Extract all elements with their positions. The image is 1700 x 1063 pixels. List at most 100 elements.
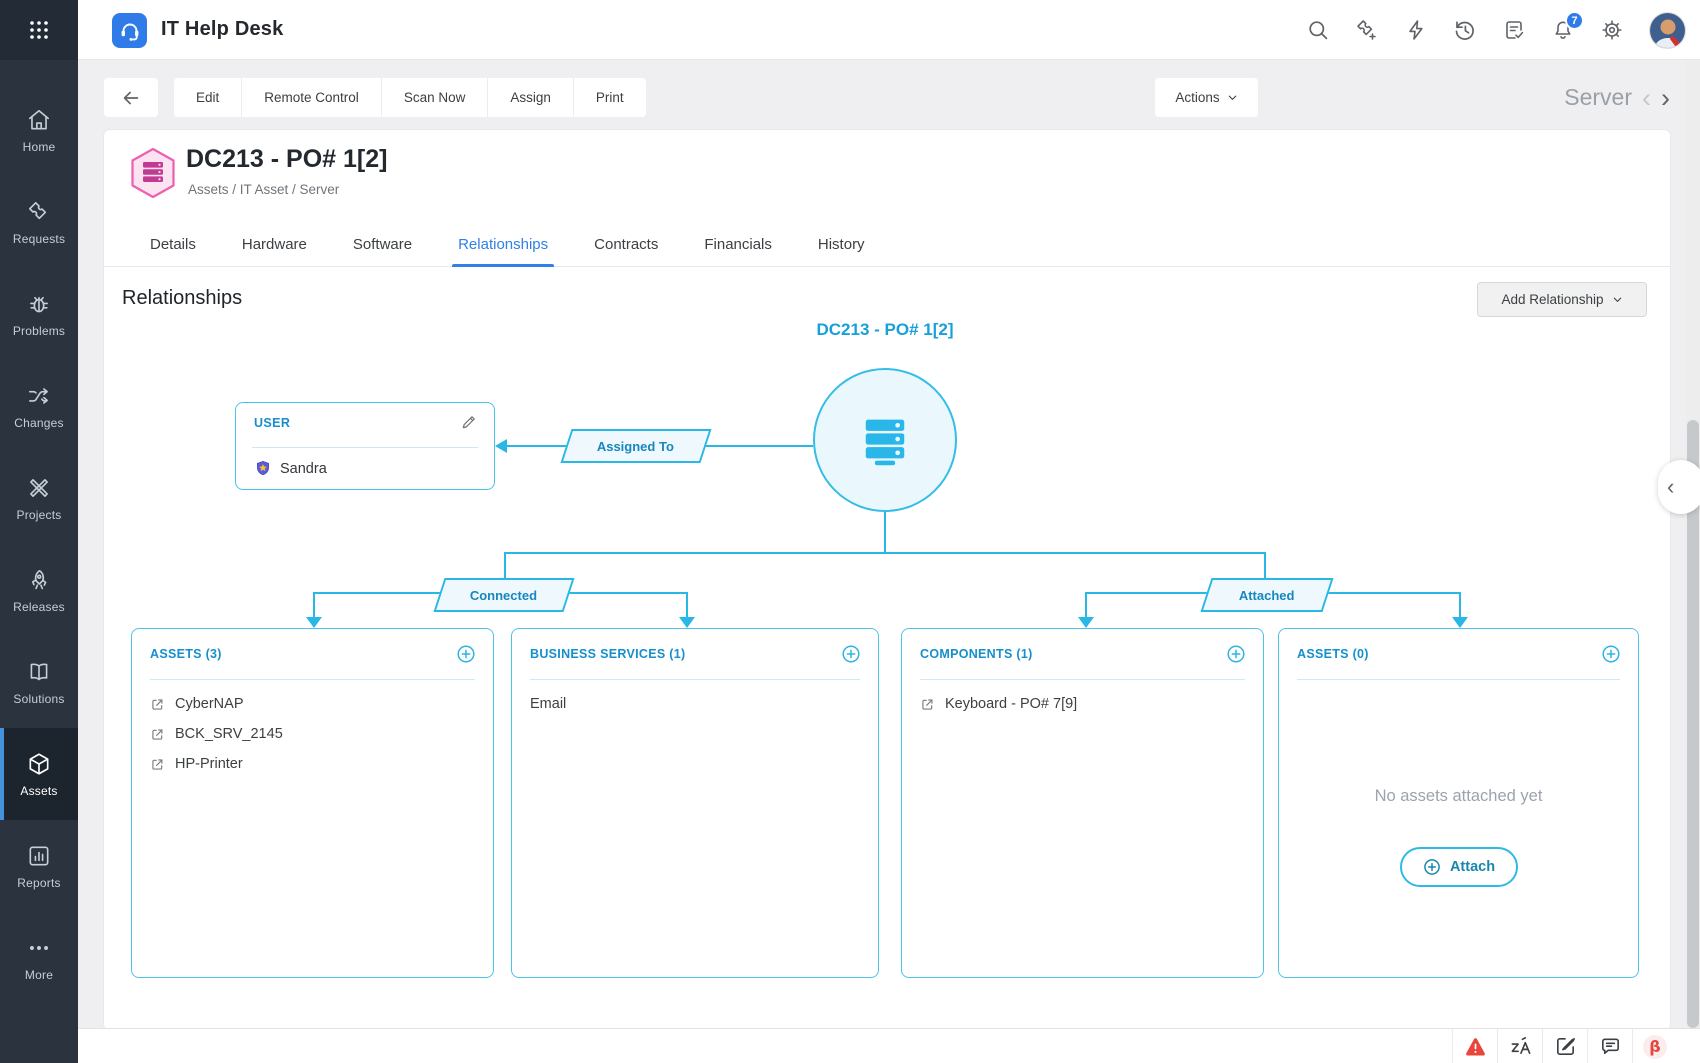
print-button[interactable]: Print xyxy=(573,78,646,117)
asset-link-item[interactable]: HP-Printer xyxy=(150,749,479,779)
user-box-title: USER xyxy=(254,416,291,430)
sidebar-label: Requests xyxy=(12,231,66,246)
external-link-icon xyxy=(922,698,933,710)
component-link-item[interactable]: Keyboard - PO# 7[9] xyxy=(920,689,1249,719)
central-node[interactable] xyxy=(813,368,957,512)
home-icon xyxy=(28,109,50,129)
attached-label: Attached xyxy=(1239,587,1295,603)
footer-bar: β xyxy=(78,1028,1700,1063)
top-header: IT Help Desk xyxy=(0,0,1700,60)
connector-line xyxy=(1324,592,1460,594)
tools-icon xyxy=(30,478,48,497)
beta-button[interactable]: β xyxy=(1632,1029,1677,1063)
history-button[interactable] xyxy=(1453,18,1477,42)
helpdesk-logo[interactable] xyxy=(112,13,147,48)
chevron-left-icon: ‹ xyxy=(1667,474,1675,499)
connector-line xyxy=(1086,592,1210,594)
service-item[interactable]: Email xyxy=(530,689,864,719)
settings-button[interactable] xyxy=(1600,18,1624,42)
collapse-panel-toggle[interactable]: ‹ xyxy=(1658,460,1700,514)
approvals-button[interactable] xyxy=(1502,18,1526,42)
tab-details[interactable]: Details xyxy=(150,235,196,253)
quick-actions-button[interactable] xyxy=(1404,18,1428,42)
external-link-icon xyxy=(152,758,163,770)
external-link-icon xyxy=(152,698,163,710)
divider xyxy=(1297,679,1620,680)
sidebar-item-more[interactable]: More xyxy=(0,912,78,1004)
divider xyxy=(150,679,475,680)
sidebar-item-home[interactable]: Home xyxy=(0,84,78,176)
sidebar-item-solutions[interactable]: Solutions xyxy=(0,636,78,728)
edit-button[interactable]: Edit xyxy=(174,78,243,117)
bar-chart-icon xyxy=(29,846,49,865)
asset-link-item[interactable]: BCK_SRV_2145 xyxy=(150,719,479,749)
asset-link-item[interactable]: CyberNAP xyxy=(150,689,479,719)
shield-star-icon xyxy=(257,460,269,476)
notifications-button[interactable]: 7 xyxy=(1551,11,1584,42)
connector-line xyxy=(314,592,442,594)
alerts-button[interactable] xyxy=(1452,1029,1497,1063)
sidebar-item-problems[interactable]: Problems xyxy=(0,268,78,360)
arrowhead-down xyxy=(679,617,695,628)
sidebar-label: Changes xyxy=(14,415,64,430)
remote-control-button[interactable]: Remote Control xyxy=(242,78,382,117)
breadcrumb[interactable]: Assets / IT Asset / Server xyxy=(188,182,340,197)
ellipsis-icon xyxy=(30,945,48,950)
ticket-icon xyxy=(28,201,47,219)
add-circle-icon[interactable] xyxy=(840,643,862,665)
chat-button[interactable] xyxy=(1587,1029,1632,1063)
actions-label: Actions xyxy=(1175,90,1220,105)
sidebar-item-projects[interactable]: Projects xyxy=(0,452,78,544)
service-label: Email xyxy=(530,696,567,712)
app-title: IT Help Desk xyxy=(161,18,284,40)
sidebar-label: Projects xyxy=(16,507,62,522)
trunk-line xyxy=(884,512,886,554)
tab-hardware[interactable]: Hardware xyxy=(241,235,307,253)
translate-button[interactable] xyxy=(1497,1029,1542,1063)
scan-now-button[interactable]: Scan Now xyxy=(381,78,489,117)
sidebar-item-assets[interactable]: Assets xyxy=(0,728,78,820)
add-relationship-button[interactable]: Add Relationship xyxy=(1477,282,1647,317)
assigned-to-label: Assigned To xyxy=(597,438,675,454)
user-row[interactable]: Sandra xyxy=(254,459,327,478)
feedback-compose-button[interactable] xyxy=(1542,1029,1587,1063)
sidebar-item-changes[interactable]: Changes xyxy=(0,360,78,452)
sidebar-item-reports[interactable]: Reports xyxy=(0,820,78,912)
edit-user-button[interactable] xyxy=(460,413,478,431)
arrowhead-down xyxy=(1452,617,1468,628)
detail-tabs: Details Hardware Software Relationships … xyxy=(104,222,1670,267)
new-request-button[interactable] xyxy=(1355,18,1379,42)
actions-dropdown-button[interactable]: Actions xyxy=(1155,78,1258,117)
sidebar-nav: Home Requests Problems Changes xyxy=(0,60,78,1063)
sidebar-item-requests[interactable]: Requests xyxy=(0,176,78,268)
app-launcher-button[interactable] xyxy=(0,0,78,60)
add-circle-icon[interactable] xyxy=(1600,643,1622,665)
add-circle-icon[interactable] xyxy=(455,643,477,665)
assign-button[interactable]: Assign xyxy=(488,78,574,117)
compose-icon xyxy=(1556,1038,1575,1055)
next-item-button[interactable]: › xyxy=(1661,82,1670,113)
tab-software[interactable]: Software xyxy=(352,235,413,253)
panel-title: COMPONENTS (1) xyxy=(920,647,1033,661)
ticket-add-icon xyxy=(1357,20,1376,40)
add-circle-icon[interactable] xyxy=(1225,643,1247,665)
panel-title: ASSETS (0) xyxy=(1297,647,1369,661)
sidebar-label: Reports xyxy=(17,875,61,890)
attach-button[interactable]: Attach xyxy=(1399,847,1518,887)
tab-relationships[interactable]: Relationships xyxy=(452,222,555,267)
user-avatar[interactable] xyxy=(1649,11,1686,49)
server-hexagon-icon xyxy=(131,147,175,199)
prev-item-button[interactable]: ‹ xyxy=(1642,82,1651,113)
tab-history[interactable]: History xyxy=(817,235,865,253)
tab-financials[interactable]: Financials xyxy=(704,235,772,253)
book-icon xyxy=(30,663,48,680)
back-button[interactable] xyxy=(104,78,158,117)
search-button[interactable] xyxy=(1306,18,1330,42)
sidebar-item-releases[interactable]: Releases xyxy=(0,544,78,636)
beta-icon: β xyxy=(1643,1034,1667,1059)
tab-contracts[interactable]: Contracts xyxy=(594,235,659,253)
central-node-title[interactable]: DC213 - PO# 1[2] xyxy=(816,320,954,339)
scrollbar-thumb[interactable] xyxy=(1687,420,1699,1028)
sidebar-label: Assets xyxy=(20,783,58,798)
